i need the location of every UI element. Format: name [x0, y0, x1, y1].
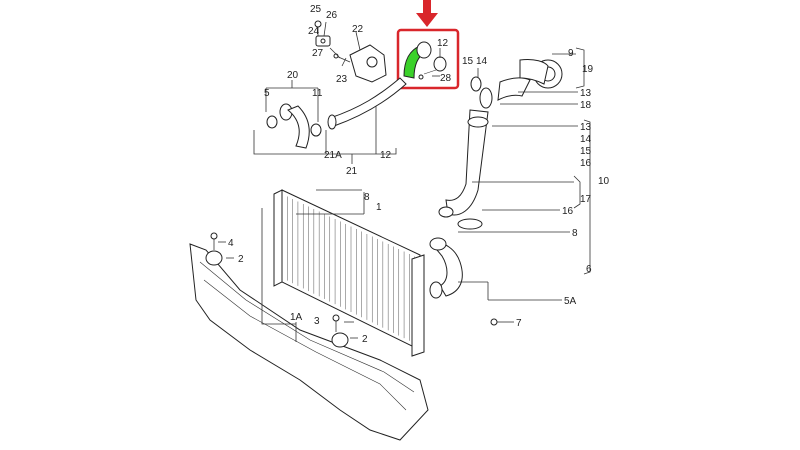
- label-27: 27: [312, 48, 324, 59]
- label-20: 20: [287, 70, 299, 81]
- part-labels: 25 26 22 24 27 23 12 28 15 14 9 19 13 18…: [228, 4, 610, 345]
- upper-charge-pipe: [327, 77, 407, 130]
- highlighted-hose-elbow: [403, 41, 447, 80]
- label-21A: 21A: [324, 150, 342, 161]
- label-12-top: 12: [437, 38, 449, 49]
- label-13b: 13: [580, 122, 592, 133]
- highlight-arrow: [416, 0, 438, 27]
- label-13a: 13: [580, 88, 592, 99]
- label-25: 25: [310, 4, 322, 15]
- label-8-right: 8: [572, 228, 578, 239]
- label-2b: 2: [362, 334, 368, 345]
- label-7: 7: [516, 318, 522, 329]
- label-6: 6: [586, 264, 592, 275]
- label-23: 23: [336, 74, 348, 85]
- label-22: 22: [352, 24, 364, 35]
- label-26: 26: [326, 10, 338, 21]
- arrow-shaft: [423, 0, 431, 14]
- label-9: 9: [568, 48, 574, 59]
- label-16: 16: [580, 158, 592, 169]
- label-4: 4: [228, 238, 234, 249]
- label-24: 24: [308, 26, 320, 37]
- label-28: 28: [440, 73, 452, 84]
- label-14b: 14: [580, 134, 592, 145]
- label-5A: 5A: [564, 296, 577, 307]
- label-14: 14: [476, 56, 488, 67]
- label-1A: 1A: [290, 312, 303, 323]
- bracket-assembly: [314, 20, 387, 83]
- intercooler-core: [273, 189, 425, 357]
- intercooler-pipe-right: [429, 59, 563, 326]
- label-21: 21: [346, 166, 358, 177]
- label-17: 17: [580, 194, 592, 205]
- label-11: 11: [312, 88, 323, 99]
- label-12-bottom: 12: [380, 150, 392, 161]
- label-16b: 16: [562, 206, 574, 217]
- label-8-left: 8: [364, 192, 370, 203]
- arrow-head: [416, 13, 438, 27]
- highlight-box: [396, 28, 460, 90]
- hose-20-assembly: [266, 103, 322, 149]
- bumper-carrier: [189, 232, 429, 441]
- label-1: 1: [376, 202, 382, 213]
- label-3: 3: [314, 316, 320, 327]
- label-2a: 2: [238, 254, 244, 265]
- label-5: 5: [264, 88, 270, 99]
- label-15b: 15: [580, 146, 592, 157]
- leader-lines: [218, 21, 591, 342]
- label-19: 19: [582, 64, 594, 75]
- label-15: 15: [462, 56, 474, 67]
- label-18: 18: [580, 100, 592, 111]
- label-10: 10: [598, 176, 610, 187]
